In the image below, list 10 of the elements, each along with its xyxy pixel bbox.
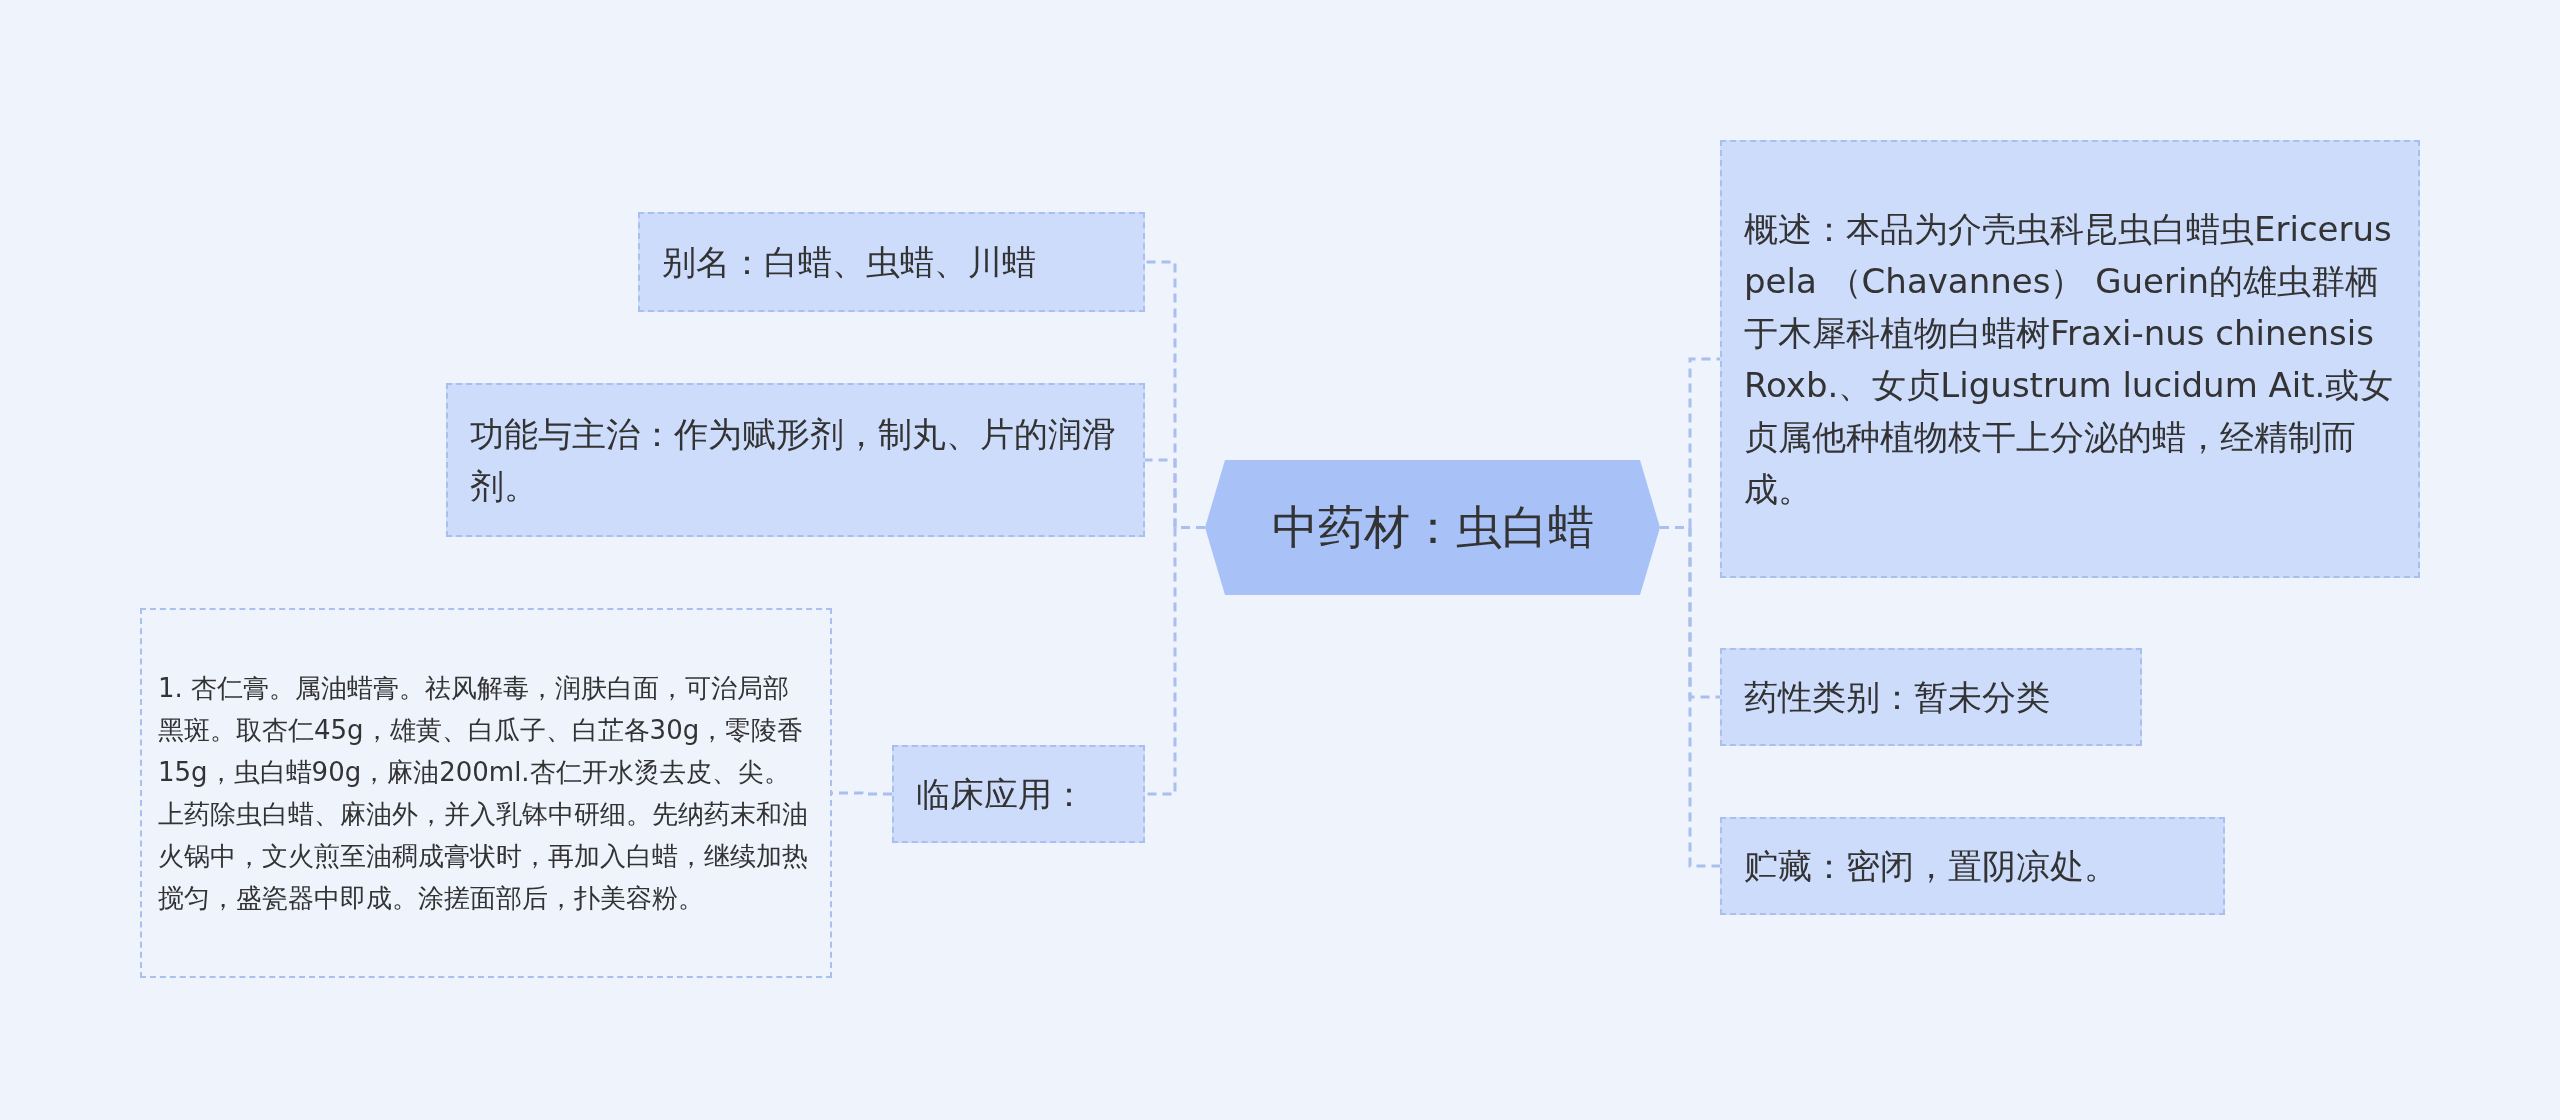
detail-box: 1. 杏仁膏。属油蜡膏。祛风解毒，润肤白面，可治局部黑斑。取杏仁45g，雄黄、白瓜子、白芷各30g，零陵香15g，虫白蜡90g，麻油200ml.杏仁开水烫去皮、尖。上药除虫白蜡、麻油外，并入乳钵中研细。先纳药末和油火锅中，文火煎至油稠成膏状时，再加入白蜡，继续加热搅匀，盛瓷器中即成。涂搓面部后，扑美容粉。: [140, 608, 832, 978]
topic-box: 别名：白蜡、虫蜡、川蜡: [638, 212, 1145, 312]
connector-line: [1145, 526, 1205, 796]
connector-line: [1660, 526, 1720, 868]
topic-text: 中药材：虫白蜡: [1271, 498, 1594, 556]
topic-box: 概述：本品为介壳虫科昆虫白蜡虫Ericerus pela （Chavannes） Guerin的雄虫群栖于木犀科植物白蜡树Fraxi-nus chinensis Roxb.、女贞Ligustrum lucidum Ait.或女贞属他种植物枝干上分泌的蜡，经精制而成。: [1720, 140, 2420, 578]
topic-box: 贮藏：密闭，置阴凉处。: [1720, 817, 2225, 915]
topic-box: 功能与主治：作为赋形剂，制丸、片的润滑剂。: [446, 383, 1145, 537]
topic-box: 临床应用：: [892, 745, 1145, 843]
topic-box: 药性类别：暂未分类: [1720, 648, 2142, 746]
